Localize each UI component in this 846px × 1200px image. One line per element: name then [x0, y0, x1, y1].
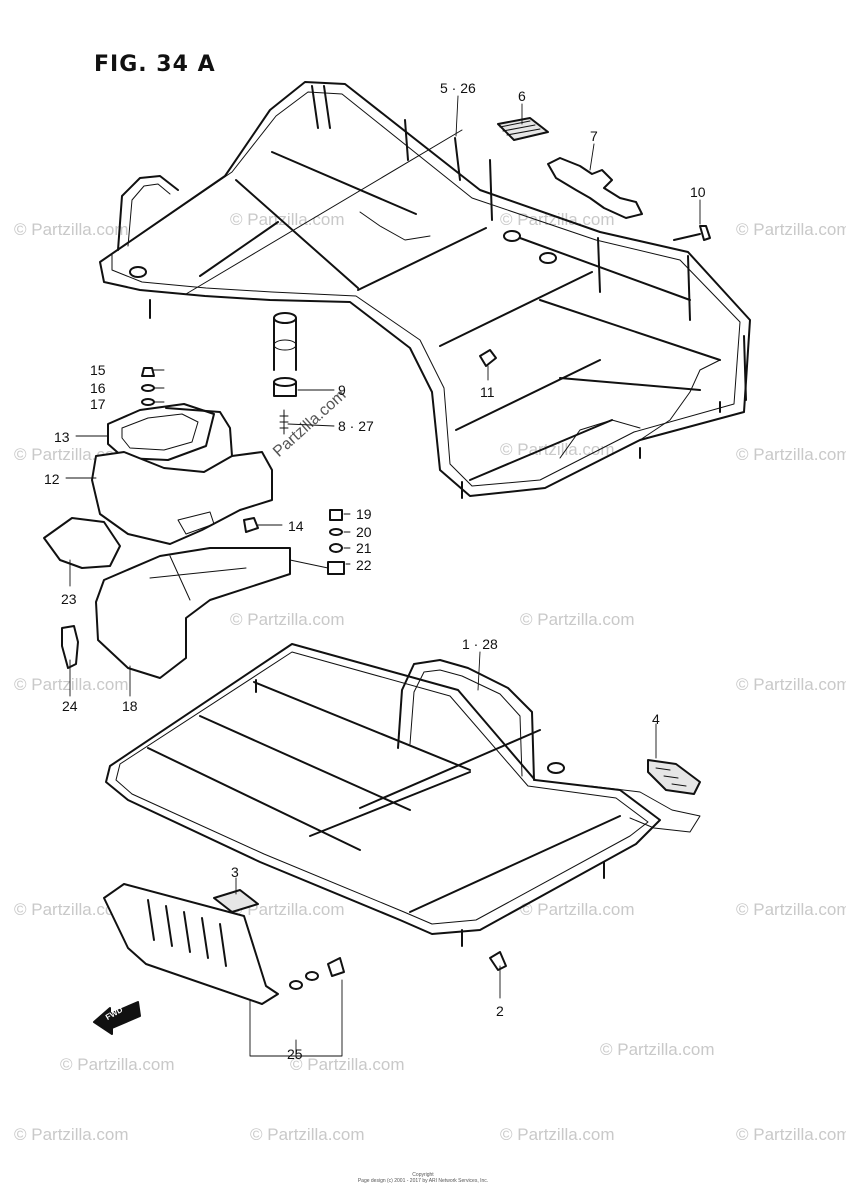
callout-7: 7 [590, 128, 598, 144]
callout-14: 14 [288, 518, 304, 534]
callout-8-27: 8 · 27 [338, 418, 374, 434]
watermark: © Partzilla.com [14, 900, 129, 919]
callout-2: 2 [496, 1003, 504, 1019]
callout-16: 16 [90, 380, 106, 396]
callout-4: 4 [652, 711, 660, 727]
watermark: © Partzilla.com [60, 1055, 175, 1074]
callout-22: 22 [356, 557, 372, 573]
part-7-bracket [547, 157, 643, 219]
watermark: © Partzilla.com [500, 210, 615, 229]
leader-lines [65, 95, 701, 895]
callout-5-26: 5 · 26 [440, 80, 476, 96]
watermark: © Partzilla.com [520, 900, 635, 919]
watermark: © Partzilla.com [736, 1125, 846, 1144]
footer: Copyright Page design (c) 2001 - 2017 by… [0, 1172, 846, 1184]
watermark: © Partzilla.com [520, 610, 635, 629]
callout-3: 3 [231, 864, 239, 880]
callout-11: 11 [480, 384, 495, 400]
callout-21: 21 [356, 540, 372, 556]
watermark: © Partzilla.com [14, 675, 129, 694]
part-4-plate [647, 759, 701, 795]
callout-17: 17 [90, 396, 106, 412]
watermark: © Partzilla.com [14, 1125, 129, 1144]
part-11-nut [479, 349, 497, 367]
tank-assembly [43, 367, 345, 679]
fwd-arrow [93, 1001, 141, 1035]
callout-15: 15 [90, 362, 106, 378]
part-25-grille [103, 883, 345, 1057]
footer-line-2: Page design (c) 2001 - 2017 by ARI Netwo… [357, 1178, 489, 1184]
upper-rack [99, 81, 751, 499]
watermark: © Partzilla.com [230, 210, 345, 229]
callout-10: 10 [690, 184, 706, 200]
callout-18: 18 [122, 698, 138, 714]
watermark: © Partzilla.com [14, 220, 129, 239]
watermark: © Partzilla.com [230, 610, 345, 629]
callout-12: 12 [44, 471, 60, 487]
callout-25: 25 [287, 1046, 303, 1062]
part-2-bolt [489, 951, 507, 999]
callout-23: 23 [61, 591, 77, 607]
callout-9: 9 [338, 382, 346, 398]
callout-20: 20 [356, 524, 372, 540]
callout-24: 24 [62, 698, 78, 714]
part-6-plate [497, 117, 549, 141]
callout-1-28: 1 · 28 [462, 636, 498, 652]
watermark: © Partzilla.com [500, 1125, 615, 1144]
part-3-plate [213, 889, 259, 913]
part-10-bolt [673, 225, 711, 241]
watermark: © Partzilla.com [736, 900, 846, 919]
watermark: © Partzilla.com [600, 1040, 715, 1059]
footer-line-1: Copyright [412, 1172, 434, 1178]
callout-19: 19 [356, 506, 372, 522]
watermark: © Partzilla.com [736, 220, 846, 239]
watermark: © Partzilla.com [736, 445, 846, 464]
lower-rack [105, 643, 701, 947]
watermark: © Partzilla.com [290, 1055, 405, 1074]
watermark: © Partzilla.com [250, 1125, 365, 1144]
callout-13: 13 [54, 429, 70, 445]
watermark: © Partzilla.com [736, 675, 846, 694]
figure-title: FIG. 34 A [94, 52, 216, 77]
callout-6: 6 [518, 88, 526, 104]
